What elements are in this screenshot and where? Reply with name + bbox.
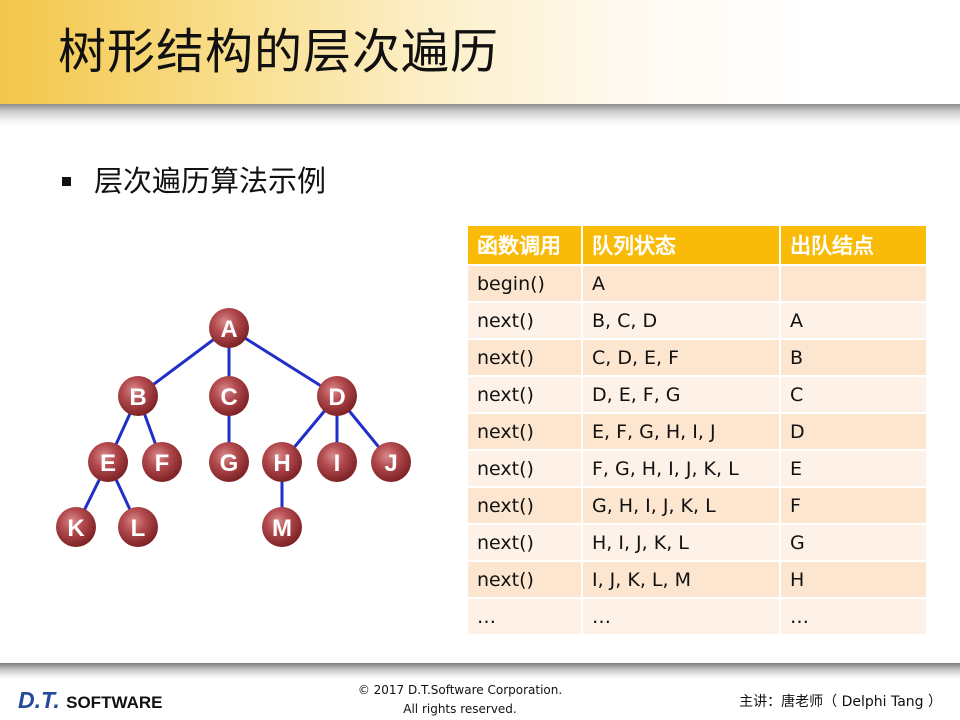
cell-queue: E, F, G, H, I, J: [581, 412, 781, 451]
edge-a-d: [228, 326, 338, 398]
traversal-table: 函数调用 队列状态 出队结点 begin() A next() B, C, D …: [466, 224, 928, 636]
column-header-queue: 队列状态: [581, 224, 781, 266]
svg-text:K: K: [67, 515, 85, 542]
cell-call: next(): [466, 523, 583, 562]
cell-queue: B, C, D: [581, 301, 781, 340]
table-row: next() F, G, H, I, J, K, L E: [466, 449, 928, 488]
cell-call: next(): [466, 338, 583, 377]
cell-dequeued: G: [779, 523, 928, 562]
tree-node-l: L: [118, 507, 158, 547]
table-row: next() H, I, J, K, L G: [466, 523, 928, 562]
svg-text:C: C: [220, 384, 237, 411]
cell-queue: …: [581, 597, 781, 636]
svg-text:D: D: [328, 384, 345, 411]
cell-queue: A: [581, 264, 781, 303]
lecturer-credit: 主讲：唐老师（ Delphi Tang ）: [739, 694, 942, 710]
cell-dequeued: B: [779, 338, 928, 377]
cell-call: begin(): [466, 264, 583, 303]
tree-node-g: G: [209, 442, 249, 482]
cell-queue: D, E, F, G: [581, 375, 781, 414]
tree-node-f: F: [142, 442, 182, 482]
tree-node-e: E: [88, 442, 128, 482]
svg-text:H: H: [273, 450, 290, 477]
logo-sub: SOFTWARE: [66, 693, 163, 712]
svg-text:J: J: [384, 450, 397, 477]
cell-dequeued: H: [779, 560, 928, 599]
table-row: next() I, J, K, L, M H: [466, 560, 928, 599]
table-row: … … …: [466, 597, 928, 636]
cell-call: next(): [466, 301, 583, 340]
cell-queue: G, H, I, J, K, L: [581, 486, 781, 525]
logo-main: D.T.: [18, 687, 60, 713]
svg-text:A: A: [220, 316, 237, 343]
cell-dequeued: A: [779, 301, 928, 340]
bullet-square-icon: [62, 177, 71, 186]
svg-text:L: L: [131, 515, 146, 542]
cell-dequeued: C: [779, 375, 928, 414]
title-bar-shadow: [0, 104, 960, 126]
tree-nodes: A B C D E F G H I J K L M: [56, 308, 411, 547]
cell-queue: I, J, K, L, M: [581, 560, 781, 599]
company-logo: D.T. SOFTWARE: [18, 686, 162, 714]
svg-text:G: G: [220, 450, 239, 477]
tree-node-m: M: [262, 507, 302, 547]
tree-node-c: C: [209, 376, 249, 416]
table-row: next() E, F, G, H, I, J D: [466, 412, 928, 451]
cell-queue: C, D, E, F: [581, 338, 781, 377]
copyright-line-2: All rights reserved.: [403, 702, 517, 716]
tree-node-h: H: [262, 442, 302, 482]
tree-node-b: B: [118, 376, 158, 416]
table-row: begin() A: [466, 264, 928, 303]
tree-node-k: K: [56, 507, 96, 547]
cell-call: next(): [466, 486, 583, 525]
cell-dequeued: D: [779, 412, 928, 451]
cell-call: next(): [466, 412, 583, 451]
column-header-dequeued: 出队结点: [779, 224, 928, 266]
title-bar: [0, 0, 960, 104]
cell-queue: H, I, J, K, L: [581, 523, 781, 562]
table-header-row: 函数调用 队列状态 出队结点: [466, 224, 928, 266]
tree-node-j: J: [371, 442, 411, 482]
svg-text:F: F: [155, 450, 170, 477]
tree-node-a: A: [209, 308, 249, 348]
table-row: next() C, D, E, F B: [466, 338, 928, 377]
cell-dequeued: …: [779, 597, 928, 636]
cell-call: next(): [466, 449, 583, 488]
cell-dequeued: [779, 264, 928, 303]
cell-call: next(): [466, 560, 583, 599]
table-row: next() D, E, F, G C: [466, 375, 928, 414]
tree-node-d: D: [317, 376, 357, 416]
tree-edges: [74, 326, 393, 528]
copyright-notice: © 2017 D.T.Software Corporation. All rig…: [310, 681, 610, 719]
bullet-text: 层次遍历算法示例: [94, 164, 327, 198]
svg-text:M: M: [272, 515, 292, 542]
cell-queue: F, G, H, I, J, K, L: [581, 449, 781, 488]
copyright-line-1: © 2017 D.T.Software Corporation.: [357, 683, 563, 697]
cell-dequeued: E: [779, 449, 928, 488]
cell-dequeued: F: [779, 486, 928, 525]
column-header-call: 函数调用: [466, 224, 583, 266]
svg-text:B: B: [129, 384, 146, 411]
cell-call: next(): [466, 375, 583, 414]
table-row: next() B, C, D A: [466, 301, 928, 340]
slide-title: 树形结构的层次遍历: [58, 24, 500, 80]
footer-divider: [0, 663, 960, 679]
cell-call: …: [466, 597, 583, 636]
svg-text:I: I: [334, 450, 341, 477]
tree-node-i: I: [317, 442, 357, 482]
table-row: next() G, H, I, J, K, L F: [466, 486, 928, 525]
svg-text:E: E: [100, 450, 116, 477]
